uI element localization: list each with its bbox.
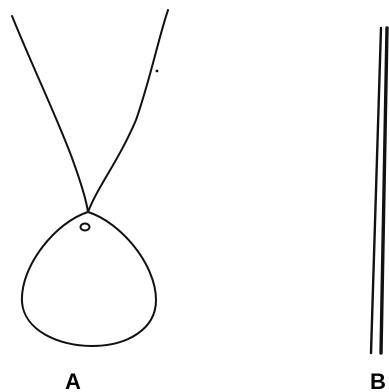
rod-edge-left <box>371 28 381 353</box>
panel-a-drawing <box>12 10 168 346</box>
stray-dot <box>156 70 159 73</box>
left-string <box>12 16 88 212</box>
panel-b-drawing <box>371 28 387 353</box>
panel-label-a: A <box>65 369 81 392</box>
loop-hole <box>81 224 90 231</box>
right-string <box>88 10 168 212</box>
teardrop-loop <box>22 212 156 346</box>
panel-label-b: B <box>370 369 386 392</box>
rod-edge-right <box>381 28 387 353</box>
